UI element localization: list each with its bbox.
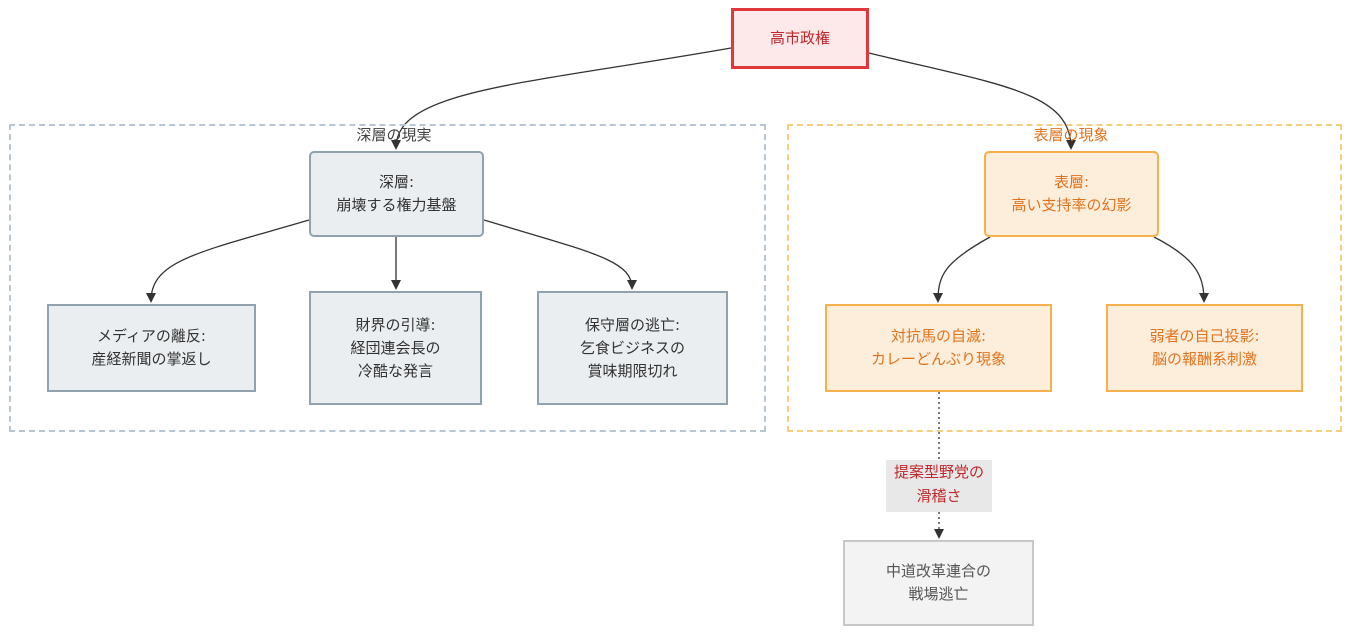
cluster-deep-reality (9, 124, 766, 432)
node-label-line: 弱者の自己投影: (1149, 327, 1260, 345)
edge-root-to-surface (868, 52, 1076, 150)
node-label-line: カレーどんぶり現象 (870, 350, 1006, 368)
node-media-defection[interactable]: メディアの離反: 産経新聞の掌返し (47, 304, 256, 392)
edge-label-line: 滑稽さ (916, 487, 962, 505)
node-label-line: 対抗馬の自滅: (890, 327, 987, 345)
cluster-surface-phenomenon (787, 124, 1342, 432)
edge-deep-to-media (146, 219, 310, 303)
node-root-takaichi-administration[interactable]: 高市政権 (731, 8, 869, 69)
node-label-line: 戦場逃亡 (908, 585, 969, 603)
edge-root-to-deep (391, 47, 732, 150)
cluster-title-deep-reality: 深層の現実 (356, 126, 432, 144)
edge-surface-to-taikou (933, 236, 991, 303)
node-weak-self-projection[interactable]: 弱者の自己投影: 脳の報酬系刺激 (1106, 304, 1303, 392)
node-label-line: 崩壊する権力基盤 (336, 196, 457, 214)
node-label: 高市政権 (769, 29, 830, 47)
edge-label-proposal-opposition: 提案型野党の 滑稽さ (886, 460, 992, 512)
node-surface-layer[interactable]: 表層: 高い支持率の幻影 (984, 151, 1159, 237)
node-label-line: 表層: (1053, 173, 1090, 191)
node-label-line: 財界の引導: (355, 315, 436, 334)
node-label-line: 賞味期限切れ (587, 361, 678, 380)
node-label-line: 脳の報酬系刺激 (1151, 350, 1257, 368)
node-label-line: 保守層の逃亡: (584, 315, 681, 334)
node-label-line: 中道改革連合の (885, 562, 991, 580)
node-label-line: 経団連会長の (350, 338, 441, 357)
node-label-line: 高い支持率の幻影 (1011, 196, 1132, 214)
edge-surface-to-jakusha (1153, 236, 1209, 303)
node-centrist-reform-alliance[interactable]: 中道改革連合の 戦場逃亡 (843, 540, 1034, 626)
node-business-community[interactable]: 財界の引導: 経団連会長の 冷酷な発言 (309, 291, 482, 405)
node-label-line: 深層: (378, 173, 415, 191)
node-label-line: 冷酷な発言 (357, 361, 433, 380)
node-conservative-flight[interactable]: 保守層の逃亡: 乞食ビジネスの 賞味期限切れ (537, 291, 728, 405)
node-rival-self-destruction[interactable]: 対抗馬の自滅: カレーどんぶり現象 (825, 304, 1052, 392)
node-label-line: 乞食ビジネスの (579, 338, 685, 357)
edge-label-line: 提案型野党の (893, 463, 984, 481)
node-deep-layer[interactable]: 深層: 崩壊する権力基盤 (309, 151, 484, 237)
edge-deep-to-hoshu (483, 219, 637, 290)
node-label-line: 産経新聞の掌返し (91, 350, 212, 368)
node-label-line: メディアの離反: (96, 327, 206, 345)
cluster-title-surface-phenomenon: 表層の現象 (1033, 126, 1109, 144)
